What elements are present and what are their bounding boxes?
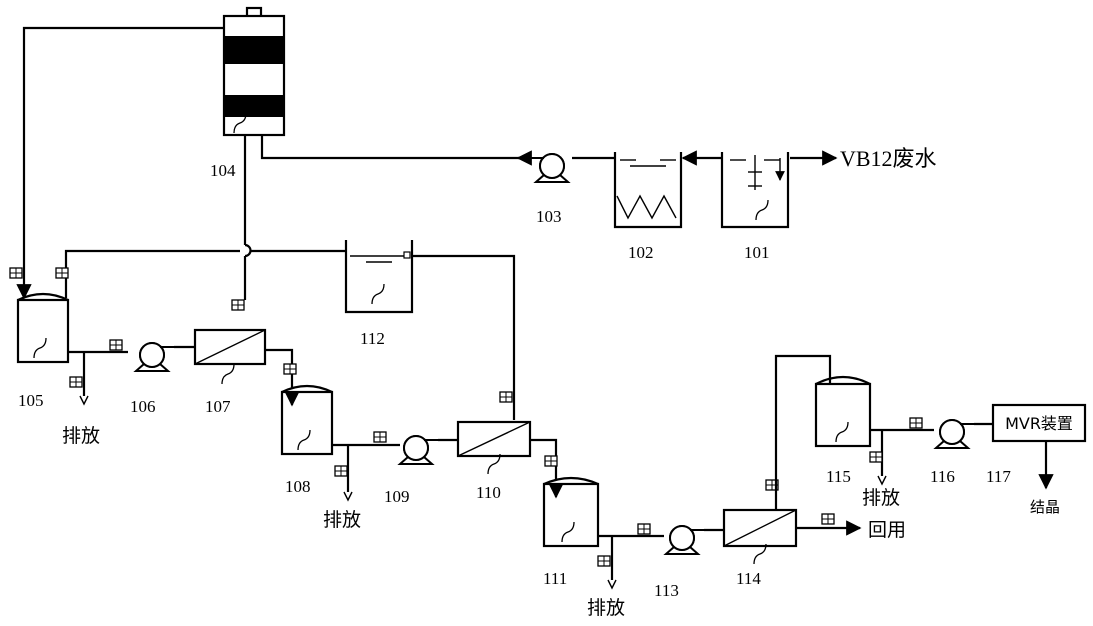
- label-116: 116: [930, 467, 955, 486]
- pipe-103-to-104: [260, 135, 530, 160]
- crystal-label: 结晶: [1030, 498, 1060, 516]
- label-103: 103: [536, 207, 562, 226]
- label-102: 102: [628, 243, 654, 262]
- pump-113: [663, 525, 704, 555]
- membrane-107: [193, 328, 267, 385]
- discharge-label-105: 排放: [62, 425, 100, 447]
- pipe-104-to-105: [16, 26, 224, 300]
- pump-106: [133, 342, 174, 372]
- label-104: 104: [210, 161, 236, 180]
- discharge-label-115: 排放: [862, 487, 900, 509]
- label-101: 101: [744, 243, 770, 262]
- pipe-112-return: [64, 249, 240, 298]
- label-113: 113: [654, 581, 679, 600]
- label-110: 110: [476, 483, 501, 502]
- pump-116: [933, 419, 974, 449]
- discharge-label-108: 排放: [323, 509, 361, 531]
- tank-112: [344, 240, 414, 314]
- label-107: 107: [205, 397, 231, 416]
- mvr-label: MVR装置: [1005, 414, 1073, 433]
- label-105: 105: [18, 391, 44, 410]
- label-111: 111: [543, 569, 567, 588]
- label-109: 109: [384, 487, 410, 506]
- label-114: 114: [736, 569, 761, 588]
- pump-103: [530, 153, 571, 183]
- tank-108: [280, 384, 334, 456]
- tank-115: [814, 375, 872, 448]
- column-104: [222, 6, 286, 137]
- tank-101: [720, 152, 790, 229]
- label-115: 115: [826, 467, 851, 486]
- tank-105: [16, 292, 70, 364]
- label-117: 117: [986, 467, 1011, 486]
- label-112: 112: [360, 329, 385, 348]
- reuse-label: 回用: [868, 519, 906, 541]
- tank-102: [613, 152, 683, 229]
- tank-111: [542, 476, 600, 548]
- pump-109: [397, 435, 438, 465]
- label-108: 108: [285, 477, 311, 496]
- pipe-110-to-112: [412, 254, 516, 420]
- inlet-label: VB12废水: [840, 146, 937, 171]
- membrane-114: [722, 508, 798, 565]
- mvr-device-117: MVR装置: [991, 403, 1087, 443]
- membrane-110: [456, 420, 532, 475]
- label-106: 106: [130, 397, 156, 416]
- discharge-label-111: 排放: [587, 597, 625, 619]
